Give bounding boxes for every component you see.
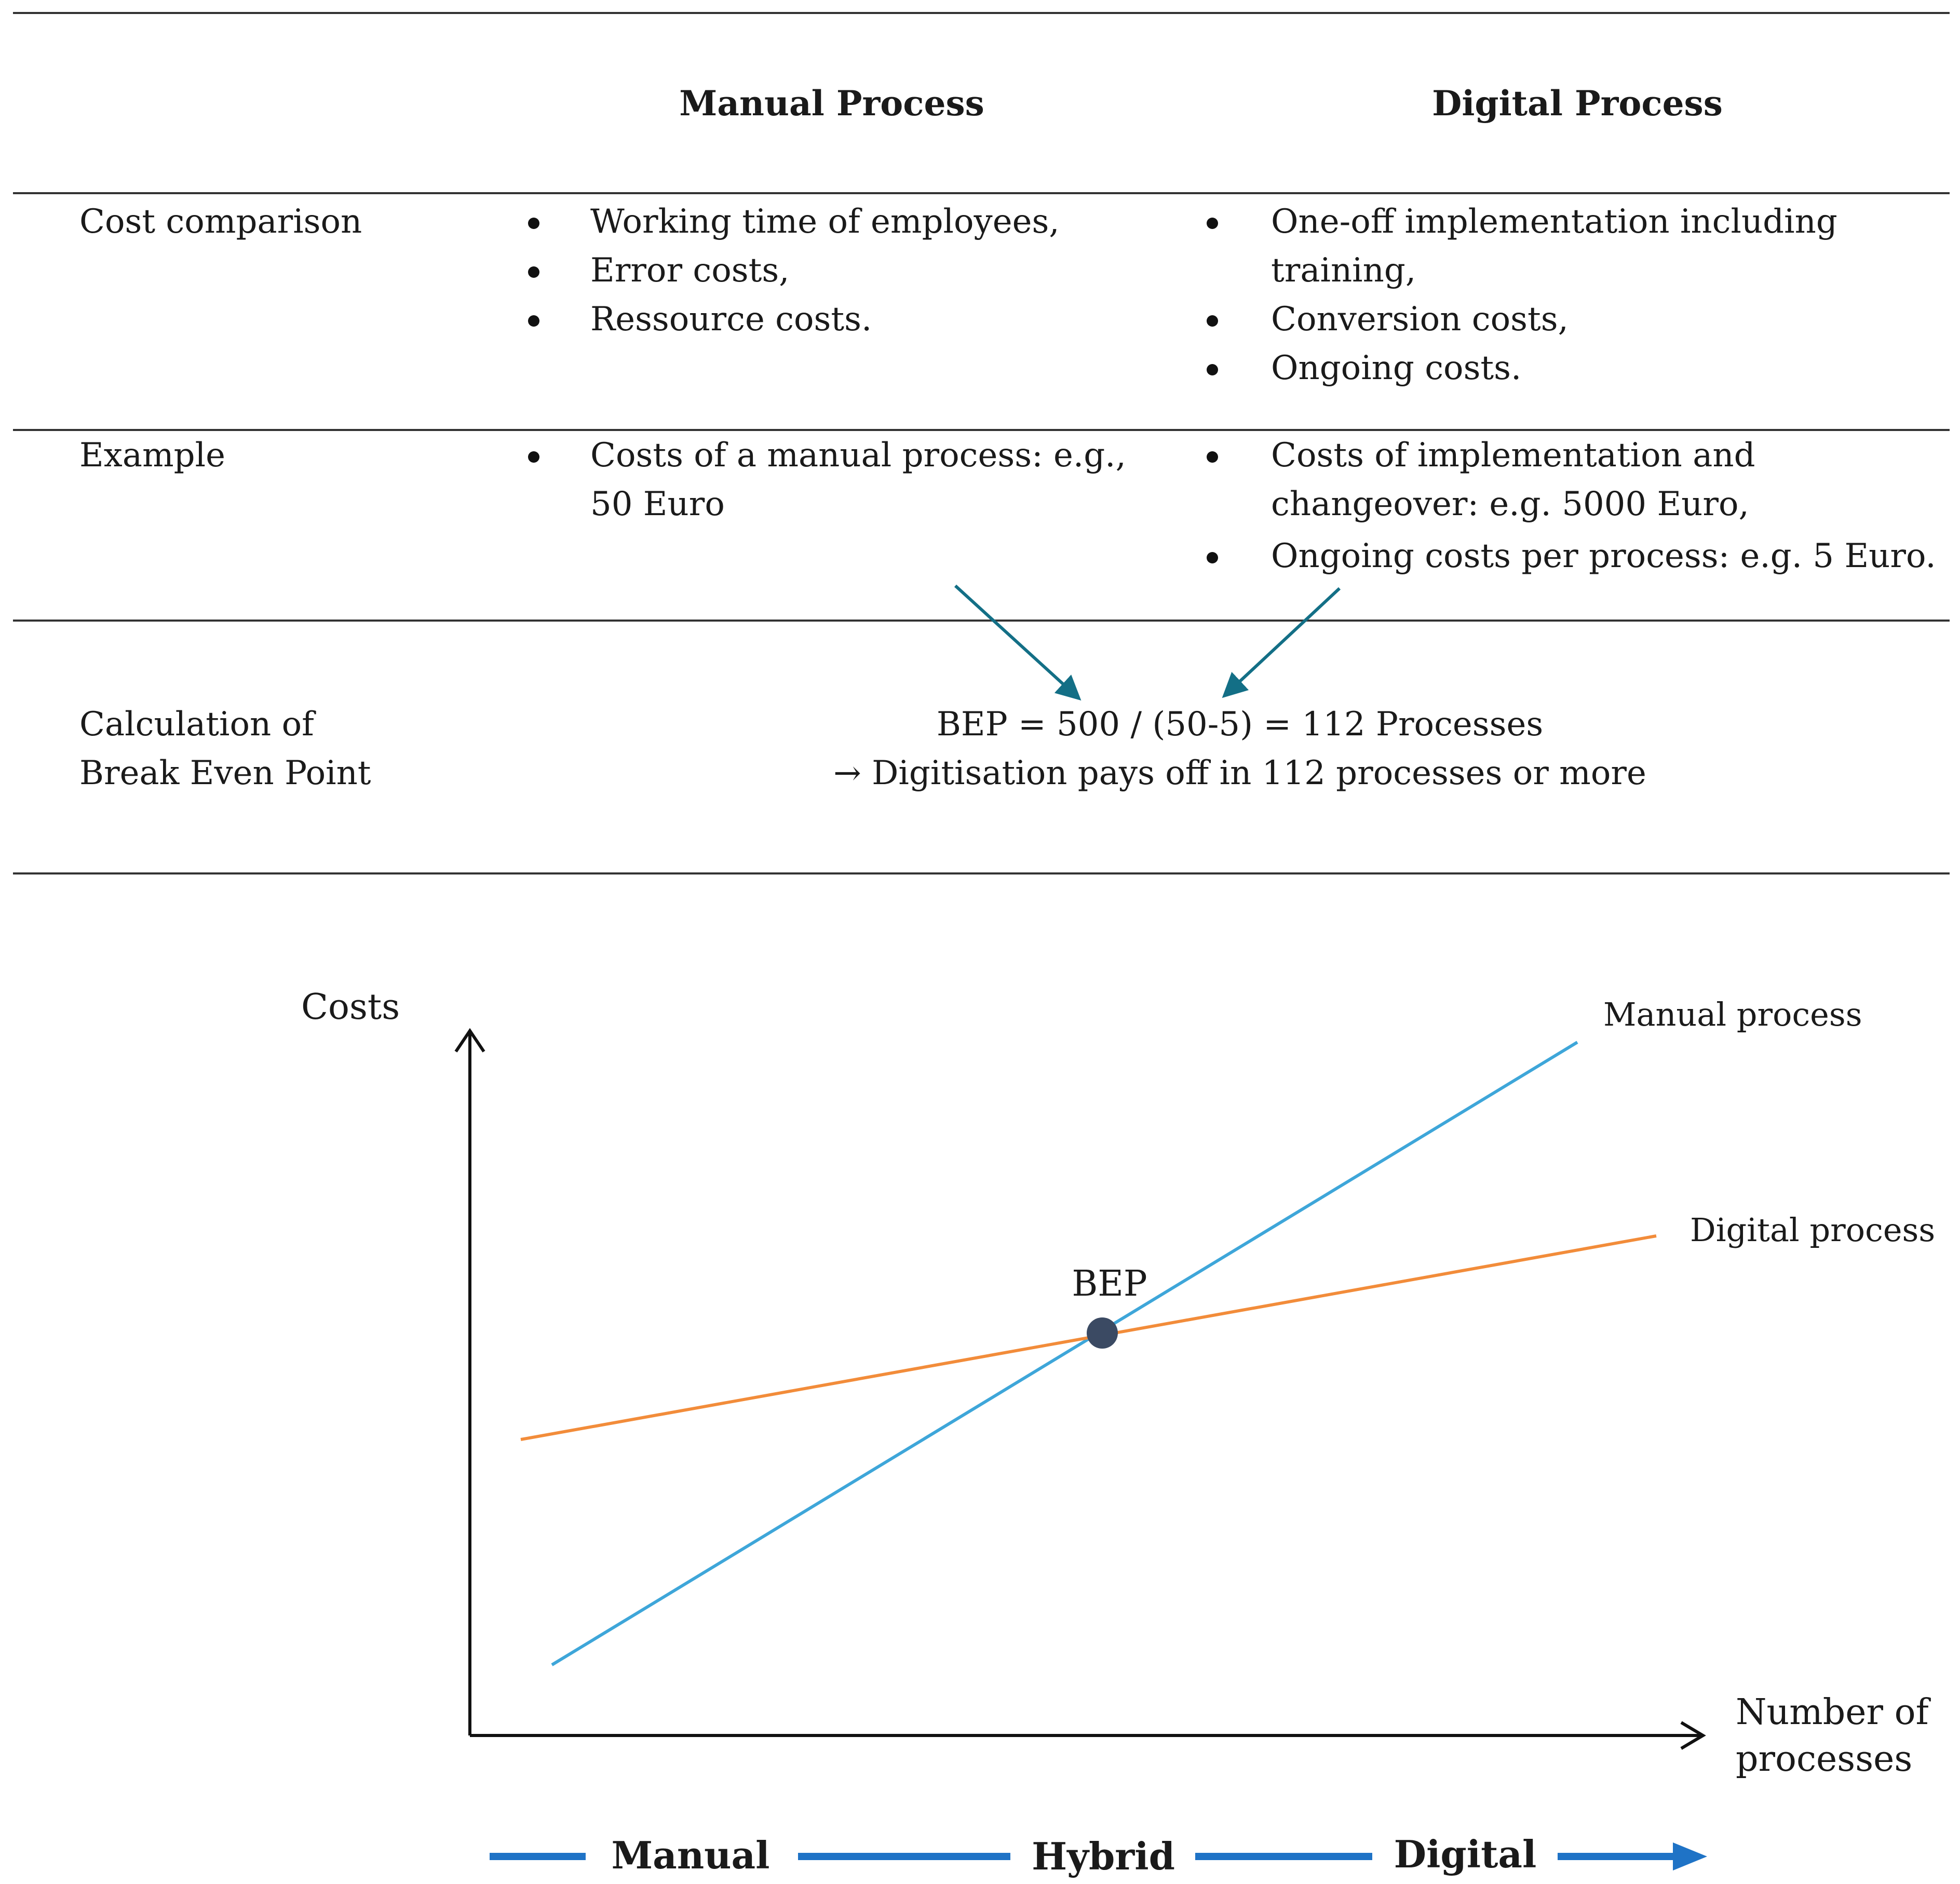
list-item: Error costs, [590, 251, 790, 290]
list-item: Costs of a manual process: e.g., [590, 436, 1126, 475]
row-label-bep-line2: Break Even Point [79, 754, 371, 792]
scale-label-hybrid: Hybrid [1032, 1834, 1175, 1878]
x-axis-label-line2: processes [1736, 1739, 1912, 1780]
example-manual-list: Costs of a manual process: e.g., 50 Euro [528, 436, 1126, 523]
list-item: Conversion costs, [1271, 300, 1569, 339]
list-item: Ongoing costs. [1271, 349, 1521, 387]
row-label-example: Example [79, 436, 225, 475]
list-item: Working time of employees, [590, 203, 1060, 241]
list-item-continuation: training, [1271, 251, 1416, 290]
bullet [528, 266, 539, 278]
row-label-bep-line1: Calculation of [79, 705, 316, 744]
list-item: One-off implementation including [1271, 203, 1837, 241]
series-line-manual-process [551, 1041, 1578, 1666]
series-label-digital-process: Digital process [1690, 1211, 1935, 1249]
x-axis-label-line1: Number of [1736, 1692, 1931, 1733]
y-axis-label: Costs [301, 987, 400, 1028]
bep-point [1087, 1317, 1118, 1349]
bullet [1207, 451, 1218, 463]
bullet [1207, 552, 1218, 563]
list-item-continuation: 50 Euro [590, 485, 725, 523]
scale-label-manual: Manual [611, 1833, 769, 1877]
chart-axes [454, 1028, 1706, 1750]
bullet [528, 451, 539, 463]
list-item: Ressource costs. [590, 300, 872, 339]
bullet [1207, 218, 1218, 229]
scale-label-digital: Digital [1394, 1832, 1537, 1876]
digitisation-scale: Manual Hybrid Digital [490, 1832, 1707, 1878]
series-label-manual-process: Manual process [1603, 995, 1862, 1033]
bullet [528, 315, 539, 327]
scale-arrowhead [1673, 1842, 1707, 1870]
arrow-digital-to-formula [1222, 587, 1341, 698]
header-digital-process: Digital Process [1432, 83, 1723, 124]
header-manual-process: Manual Process [679, 83, 984, 124]
example-digital-list: Costs of implementation and changeover: … [1207, 436, 1936, 575]
bullet [1207, 364, 1218, 375]
y-axis-arrowhead [454, 1028, 485, 1053]
row-label-cost-comparison: Cost comparison [79, 203, 362, 241]
bep-conclusion: → Digitisation pays off in 112 processes… [833, 754, 1646, 792]
bullet [1207, 315, 1218, 327]
table-rules [13, 12, 1950, 874]
arrow-manual-to-formula [954, 584, 1082, 701]
bullet [528, 218, 539, 229]
bep-label: BEP [1072, 1263, 1147, 1304]
list-item-continuation: changeover: e.g. 5000 Euro, [1271, 485, 1749, 523]
list-item: Costs of implementation and [1271, 436, 1755, 475]
list-item: Ongoing costs per process: e.g. 5 Euro. [1271, 537, 1936, 575]
x-axis-arrowhead [1680, 1721, 1706, 1750]
cost-comparison-manual-list: Working time of employees, Error costs, … [528, 203, 1060, 339]
cost-comparison-digital-list: One-off implementation including trainin… [1207, 203, 1837, 387]
bep-formula: BEP = 500 / (50-5) = 112 Processes [937, 705, 1543, 744]
